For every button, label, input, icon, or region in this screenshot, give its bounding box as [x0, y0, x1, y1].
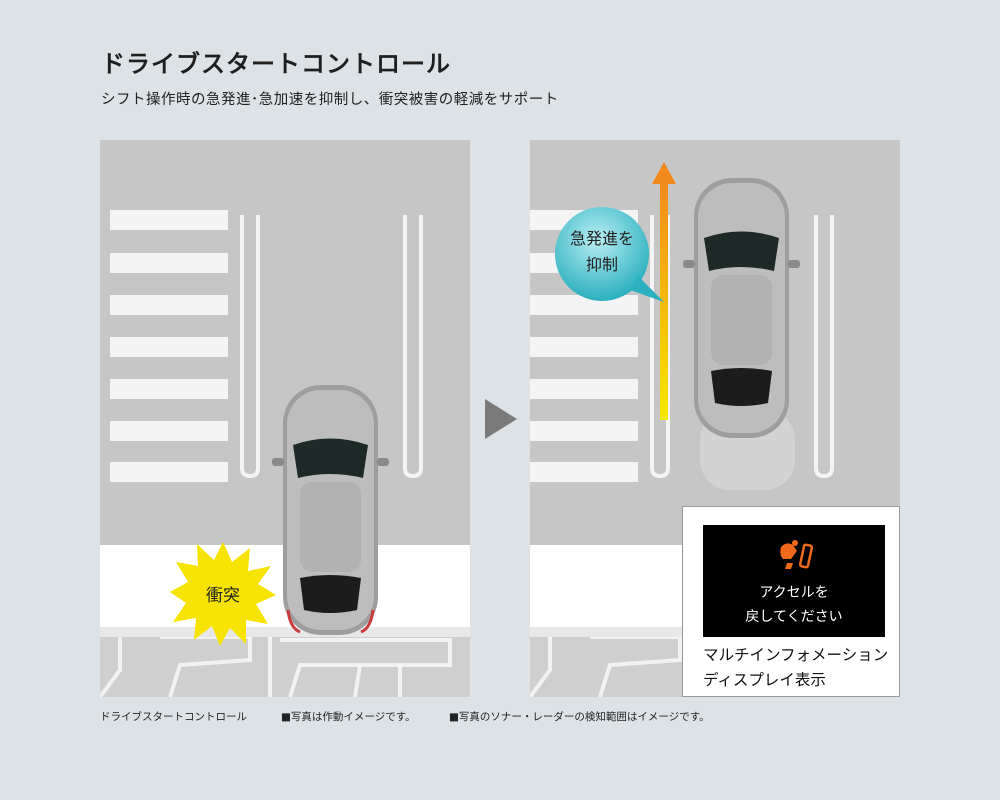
- next-arrow-icon: [485, 399, 517, 439]
- scene-before: [100, 140, 470, 697]
- mid-caption-line-2: ディスプレイ表示: [703, 671, 826, 689]
- mid-display-panel: アクセルを 戻してください マルチインフォメーション ディスプレイ表示: [682, 506, 900, 697]
- collision-label: 衝突: [206, 586, 240, 606]
- mid-display-screen: アクセルを 戻してください: [703, 525, 885, 637]
- suppression-bubble-text: 急発進を 抑制: [554, 226, 650, 278]
- mid-caption-line-1: マルチインフォメーション: [703, 646, 889, 664]
- page-title: ドライブスタートコントロール: [101, 50, 451, 78]
- acceleration-arrow: [660, 180, 668, 420]
- speech-bubble-icon: [555, 207, 664, 302]
- car-right: [683, 178, 800, 438]
- car-left: [272, 385, 389, 635]
- scene-before-illustration: [100, 140, 470, 697]
- mid-caption: マルチインフォメーション ディスプレイ表示: [703, 643, 888, 693]
- mid-message-line-1: アクセルを: [759, 585, 829, 601]
- mid-message-line-2: 戻してください: [745, 609, 843, 625]
- bubble-line-2: 抑制: [585, 255, 618, 274]
- footnote-detection: ■写真のソナー・レーダーの検知範囲はイメージです。: [449, 711, 710, 723]
- accelerator-foot-icon: [780, 540, 814, 569]
- footnote-photo: ■写真は作動イメージです。: [281, 711, 416, 723]
- footnote-label: ドライブスタートコントロール: [100, 711, 247, 723]
- mid-message: アクセルを 戻してください: [703, 581, 885, 629]
- crosswalk-stripes: [110, 210, 228, 482]
- collision-burst-icon: [170, 542, 276, 646]
- page-subtitle: シフト操作時の急発進･急加速を抑制し、衝突被害の軽減をサポート: [101, 92, 559, 108]
- bubble-line-1: 急発進を: [569, 229, 634, 248]
